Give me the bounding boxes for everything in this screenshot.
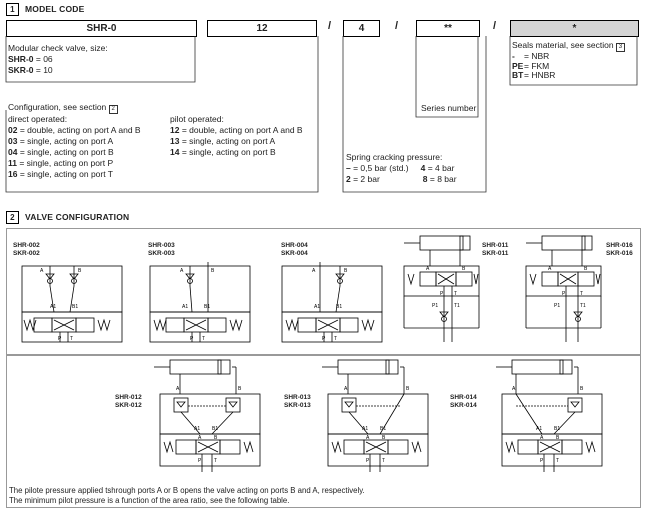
valve-config-frame-bottom [6, 354, 641, 508]
valve-config-frame-top [6, 228, 641, 356]
svg-text:A: A [426, 266, 430, 272]
section-2-heading: 2 VALVE CONFIGURATION [6, 211, 129, 224]
svg-text:B: B [580, 386, 584, 392]
slash-3: / [493, 20, 497, 32]
svg-text:P: P [440, 291, 444, 297]
svg-text:P1: P1 [554, 303, 560, 309]
svg-text:A: A [366, 435, 370, 441]
svg-text:A: A [344, 386, 348, 392]
modular-description: Modular check valve, size: SHR-0 = 06 SK… [8, 43, 108, 75]
svg-text:P: P [58, 336, 62, 342]
section-title: MODEL CODE [25, 4, 85, 14]
model-code-connector-lines [5, 36, 638, 193]
code-box-model: SHR-0 [6, 20, 197, 37]
svg-text:T: T [454, 291, 457, 297]
svg-text:A: A [512, 386, 516, 392]
svg-text:T: T [202, 336, 205, 342]
svg-text:A: A [548, 266, 552, 272]
svg-text:T: T [556, 458, 559, 464]
svg-text:B: B [238, 386, 242, 392]
section-1-heading: 1 MODEL CODE [6, 3, 84, 16]
svg-text:B: B [584, 266, 588, 272]
svg-text:B: B [382, 435, 386, 441]
svg-text:A1: A1 [194, 426, 200, 432]
slash-1: / [328, 20, 332, 32]
hydraulic-diagram-011: A B P T P1 T1 [403, 235, 480, 342]
svg-text:B: B [214, 435, 218, 441]
seals-description: Seals material, see section 3 -= NBR PE=… [512, 40, 625, 81]
svg-text:T: T [580, 291, 583, 297]
hydraulic-diagram-012: A B A1 B1 A B P T [154, 359, 261, 472]
svg-text:P: P [198, 458, 202, 464]
code-box-series: ** [416, 20, 480, 37]
direct-operated-list: direct operated: 02 = double, acting on … [8, 114, 141, 179]
svg-text:A: A [176, 386, 180, 392]
svg-text:A: A [540, 435, 544, 441]
svg-text:A: A [312, 268, 316, 274]
hydraulic-diagram-002: A B A1 B1 P T [21, 265, 123, 343]
svg-text:A1: A1 [314, 304, 320, 310]
hydraulic-diagram-016: A B P T P1 T1 [525, 235, 602, 342]
svg-text:P: P [190, 336, 194, 342]
svg-text:T: T [382, 458, 385, 464]
slash-2: / [395, 20, 399, 32]
svg-text:A1: A1 [182, 304, 188, 310]
hydraulic-diagram-004: A B A1 B1 P T [281, 262, 383, 343]
svg-text:B: B [406, 386, 410, 392]
svg-text:A1: A1 [50, 304, 56, 310]
hydraulic-diagram-003: A B A1 B1 P T [149, 262, 251, 343]
svg-text:P: P [322, 336, 326, 342]
hydraulic-diagram-014: A B A1 B1 A B P T [496, 359, 603, 472]
svg-text:P: P [540, 458, 544, 464]
svg-text:B1: B1 [72, 304, 78, 310]
svg-text:B1: B1 [336, 304, 342, 310]
svg-text:P: P [366, 458, 370, 464]
svg-text:T: T [214, 458, 217, 464]
svg-text:A: A [198, 435, 202, 441]
svg-text:A1: A1 [536, 426, 542, 432]
svg-text:B: B [344, 268, 348, 274]
section-title: VALVE CONFIGURATION [25, 212, 130, 222]
svg-text:B1: B1 [554, 426, 560, 432]
configuration-title: Configuration, see section 2 [8, 102, 118, 114]
hydraulic-diagram-013: A B A1 B1 A B P T [322, 359, 429, 472]
pilot-pressure-note: The pilote pressure applied tshrough por… [9, 486, 365, 505]
svg-text:B1: B1 [380, 426, 386, 432]
svg-text:B: B [556, 435, 560, 441]
svg-text:A1: A1 [362, 426, 368, 432]
svg-text:B: B [462, 266, 466, 272]
svg-text:B1: B1 [212, 426, 218, 432]
svg-text:B: B [211, 268, 215, 274]
code-box-spring: 4 [343, 20, 380, 37]
svg-text:P: P [562, 291, 566, 297]
code-box-seals: * [510, 20, 639, 37]
code-box-configuration: 12 [207, 20, 317, 37]
svg-text:A: A [40, 268, 44, 274]
svg-text:B: B [78, 268, 82, 274]
section-number: 2 [6, 211, 19, 224]
svg-text:B1: B1 [204, 304, 210, 310]
pilot-operated-list: pilot operated: 12 = double, acting on p… [170, 114, 303, 157]
svg-text:A: A [180, 268, 184, 274]
spring-cracking-pressure: Spring cracking pressure: – = 0,5 bar (s… [346, 152, 457, 184]
svg-text:T: T [334, 336, 337, 342]
svg-text:T: T [70, 336, 73, 342]
svg-text:T1: T1 [454, 303, 460, 309]
series-number-label: Series number [421, 103, 477, 113]
section-number: 1 [6, 3, 19, 16]
svg-text:T1: T1 [580, 303, 586, 309]
svg-text:P1: P1 [432, 303, 438, 309]
